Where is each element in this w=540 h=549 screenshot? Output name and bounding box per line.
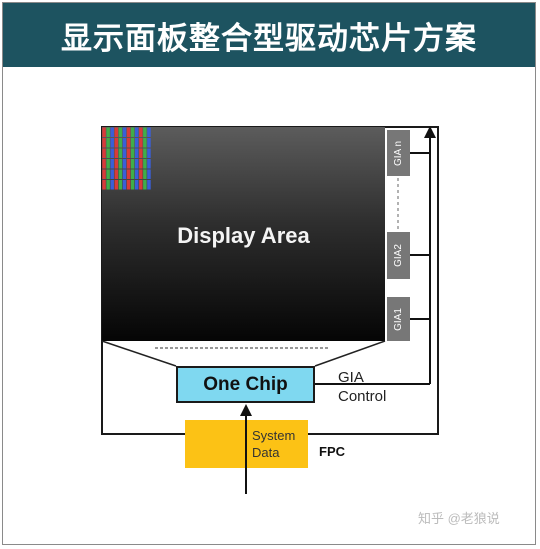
subpixel: [114, 148, 119, 158]
fpc-label: FPC: [319, 444, 345, 459]
system-data-arrowhead: [240, 404, 252, 416]
system-data-line2: Data: [252, 445, 280, 460]
subpixel: [147, 169, 151, 179]
subpixel: [106, 127, 110, 137]
subpixel: [130, 127, 135, 137]
subpixel: [143, 127, 147, 137]
subpixel: [106, 138, 110, 148]
subpixel: [147, 159, 151, 169]
subpixel: [106, 148, 110, 158]
subpixel: [122, 138, 127, 148]
subpixel: [114, 159, 119, 169]
subpixel: [134, 127, 139, 137]
subpixel: [147, 148, 151, 158]
subpixel: [118, 127, 123, 137]
subpixel: [126, 127, 131, 137]
pixel-grid-icon: [102, 127, 151, 190]
watermark: 知乎 @老狼说: [418, 511, 500, 526]
subpixel: [126, 138, 131, 148]
subpixel: [143, 159, 147, 169]
subpixel: [130, 138, 135, 148]
subpixel: [130, 148, 135, 158]
subpixel: [143, 180, 147, 190]
gia-control-label: GIA Control: [338, 368, 386, 406]
gia-block-n: GIA n: [387, 130, 410, 176]
subpixel: [114, 127, 119, 137]
subpixel: [110, 169, 114, 179]
subpixel: [106, 169, 110, 179]
subpixel: [147, 180, 151, 190]
one-chip-block: One Chip: [176, 366, 315, 403]
display-area-label: Display Area: [177, 223, 310, 248]
subpixel: [134, 159, 139, 169]
subpixel: [139, 127, 143, 137]
subpixel: [143, 169, 147, 179]
subpixel: [102, 138, 106, 148]
subpixel: [106, 180, 110, 190]
subpixel: [126, 148, 131, 158]
slide-title: 显示面板整合型驱动芯片方案: [3, 3, 535, 67]
subpixel: [130, 180, 135, 190]
subpixel: [139, 169, 143, 179]
subpixel: [110, 138, 114, 148]
subpixel: [106, 159, 110, 169]
subpixel: [122, 180, 127, 190]
subpixel: [130, 169, 135, 179]
subpixel: [110, 127, 114, 137]
subpixel: [139, 138, 143, 148]
subpixel: [139, 148, 143, 158]
subpixel: [118, 138, 123, 148]
subpixel: [130, 159, 135, 169]
subpixel: [102, 169, 106, 179]
subpixel: [122, 127, 127, 137]
system-data-label: System Data: [252, 427, 295, 461]
subpixel: [134, 169, 139, 179]
fanout-right-line: [314, 340, 386, 367]
subpixel: [122, 169, 127, 179]
subpixel: [126, 169, 131, 179]
system-data-line1: System: [252, 428, 296, 443]
subpixel: [143, 148, 147, 158]
subpixel: [147, 138, 151, 148]
subpixel: [126, 159, 131, 169]
subpixel: [134, 180, 139, 190]
subpixel: [102, 159, 106, 169]
subpixel: [102, 180, 106, 190]
subpixel: [139, 159, 143, 169]
gia-block-1: GIA1: [387, 297, 410, 341]
subpixel: [102, 148, 106, 158]
subpixel: [118, 148, 123, 158]
subpixel: [126, 180, 131, 190]
subpixel: [122, 159, 127, 169]
subpixel: [134, 138, 139, 148]
subpixel: [102, 127, 106, 137]
gia-control-line2: Control: [338, 388, 387, 405]
subpixel: [147, 127, 151, 137]
subpixel: [110, 180, 114, 190]
gia-control-line1: GIA: [338, 369, 364, 386]
fanout-left-line: [101, 340, 177, 367]
subpixel: [134, 148, 139, 158]
subpixel: [114, 180, 119, 190]
subpixel: [114, 138, 119, 148]
gia-control-arrowhead: [424, 126, 436, 138]
subpixel: [118, 180, 123, 190]
subpixel: [110, 159, 114, 169]
gia-block-2: GIA2: [387, 232, 410, 279]
subpixel: [118, 169, 123, 179]
subpixel: [110, 148, 114, 158]
subpixel: [118, 159, 123, 169]
subpixel: [143, 138, 147, 148]
subpixel: [114, 169, 119, 179]
subpixel: [122, 148, 127, 158]
subpixel: [139, 180, 143, 190]
